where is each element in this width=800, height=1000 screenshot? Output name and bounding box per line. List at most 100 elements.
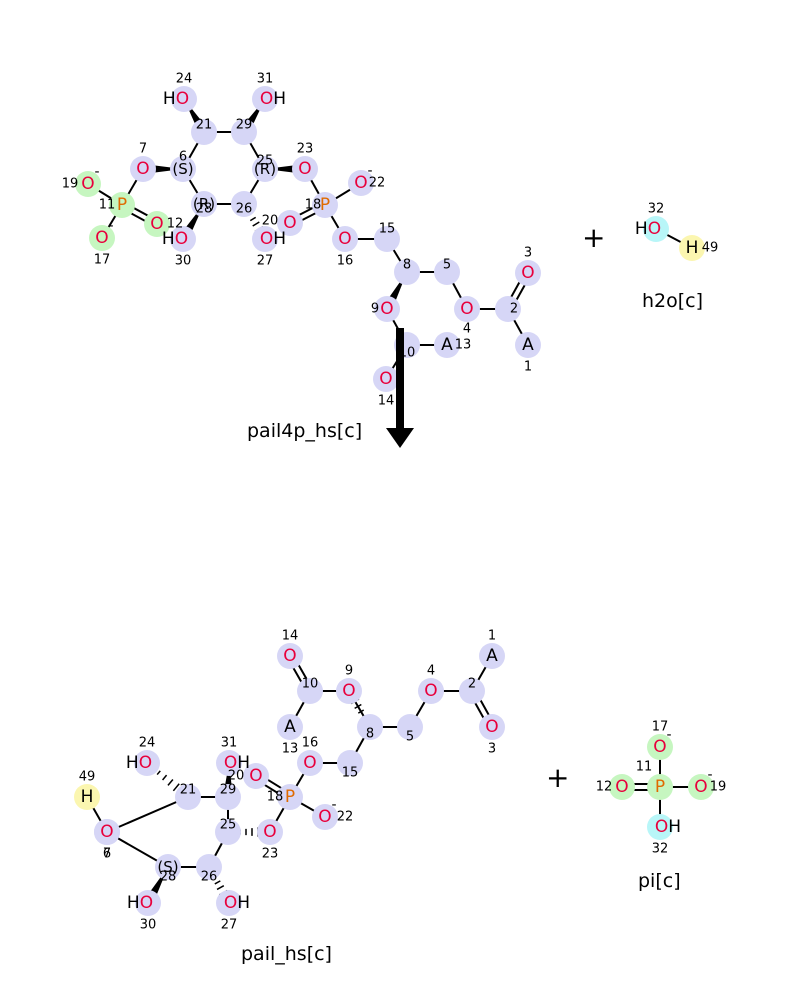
- pail-atom-10: 10: [302, 677, 319, 692]
- svg-text:P: P: [117, 195, 127, 215]
- pail4p-atom-highlight: [434, 332, 460, 358]
- svg-text:8: 8: [403, 258, 411, 273]
- svg-text:22: 22: [369, 176, 386, 191]
- svg-text:1: 1: [488, 629, 496, 644]
- pail4p-atom-highlight: [89, 225, 115, 251]
- svg-text:21: 21: [196, 118, 213, 133]
- svg-text:25: 25: [220, 818, 237, 833]
- svg-text:30: 30: [175, 254, 192, 269]
- svg-text:22: 22: [337, 810, 354, 825]
- pail4p-atom-highlight: [394, 259, 420, 285]
- pail-atom-14: O14: [282, 629, 299, 667]
- pail4p-atom-23: O23: [297, 142, 314, 180]
- svg-text:24: 24: [139, 736, 156, 751]
- svg-text:HO: HO: [162, 229, 188, 249]
- svg-text:16: 16: [302, 736, 319, 751]
- pail-atom-49: H 49: [79, 770, 96, 808]
- pail4p-atom-highlight: [109, 192, 135, 218]
- pail-atom-7: O7: [100, 822, 113, 862]
- svg-text:15: 15: [342, 766, 359, 781]
- pail-atom-23: O23: [262, 822, 279, 862]
- svg-text:49: 49: [79, 770, 96, 785]
- svg-text:-: -: [666, 727, 671, 743]
- svg-text:17: 17: [94, 253, 111, 268]
- pail4p-atom-highlight: [292, 156, 318, 182]
- svg-text:25: 25: [257, 154, 274, 169]
- svg-text:O: O: [615, 777, 628, 797]
- pail4p-atom-29: 29: [236, 118, 253, 133]
- pail-atom-highlight: [397, 714, 423, 740]
- pi-atom-11: P11: [636, 760, 665, 798]
- pail4p-atom-highlight: [231, 119, 257, 145]
- pail4p-atom-highlight: [515, 260, 541, 286]
- svg-text:HO: HO: [127, 893, 153, 913]
- pail-atom-highlight: [243, 763, 269, 789]
- pail4p-atom-25: (R)25: [254, 154, 276, 179]
- svg-text:18: 18: [267, 790, 284, 805]
- svg-text:(R): (R): [254, 160, 276, 178]
- pail-atom-highlight: [459, 678, 485, 704]
- plus-sign-products: +: [546, 761, 570, 794]
- svg-text:O: O: [95, 228, 108, 248]
- svg-text:HO: HO: [163, 89, 189, 109]
- svg-text:O: O: [342, 681, 355, 701]
- svg-text:13: 13: [282, 742, 299, 757]
- svg-text:OH: OH: [655, 817, 681, 837]
- svg-text:OH: OH: [260, 89, 286, 109]
- plus-sign-reactants: +: [582, 221, 606, 254]
- pail4p-atom-highlight: [277, 210, 303, 236]
- svg-text:5: 5: [406, 730, 414, 745]
- svg-text:P: P: [320, 195, 330, 215]
- pail4p-atom-9: O9: [371, 299, 394, 319]
- pail4p-atom-highlight: [252, 156, 278, 182]
- svg-text:O: O: [338, 229, 351, 249]
- svg-text:17: 17: [652, 720, 669, 735]
- svg-text:19: 19: [710, 780, 727, 795]
- pail-atom-highlight: [134, 750, 160, 776]
- pail-atom-highlight: [215, 819, 241, 845]
- svg-text:O: O: [249, 766, 262, 786]
- svg-text:4: 4: [463, 322, 471, 337]
- pail4p-atom-20: O 20: [262, 213, 297, 233]
- pail4p-atom-highlight: [252, 226, 278, 252]
- svg-text:O: O: [136, 159, 149, 179]
- pail-atom-8: 8: [366, 727, 374, 742]
- svg-text:23: 23: [297, 142, 314, 157]
- svg-text:6: 6: [179, 150, 187, 165]
- pail4p-atom-highlight: [252, 86, 278, 112]
- svg-text:O: O: [318, 807, 331, 827]
- pail-atom-highlight: [277, 784, 303, 810]
- svg-text:O: O: [150, 214, 163, 234]
- svg-text:HO: HO: [635, 219, 661, 239]
- svg-text:29: 29: [220, 783, 237, 798]
- h2o-atom-32: HO 32: [635, 202, 664, 240]
- svg-text:20: 20: [262, 214, 279, 229]
- svg-text:9: 9: [371, 302, 379, 317]
- pail4p-atom-highlight: [434, 259, 460, 285]
- svg-text:OH: OH: [260, 229, 286, 249]
- pail-atom-highlight: [215, 784, 241, 810]
- svg-text:26: 26: [236, 202, 253, 217]
- pail4p-atom-highlight: [170, 156, 196, 182]
- pail-atom-29: 29: [220, 783, 237, 798]
- svg-text:H: H: [81, 787, 94, 807]
- svg-text:12: 12: [596, 780, 613, 795]
- svg-text:O: O: [283, 213, 296, 233]
- pi-atom-17: O17-: [652, 720, 672, 758]
- svg-text:32: 32: [648, 202, 665, 217]
- pail-atom-highlight: [336, 678, 362, 704]
- pi-atom-highlight: [688, 774, 714, 800]
- pail-atom-15: 15: [342, 766, 359, 781]
- svg-text:3: 3: [524, 246, 532, 261]
- pail-atom-highlight: [74, 784, 100, 810]
- svg-text:27: 27: [257, 254, 274, 269]
- svg-text:O: O: [81, 174, 94, 194]
- svg-text:11: 11: [636, 760, 653, 775]
- svg-text:28: 28: [160, 870, 177, 885]
- pi-atom-highlight: [647, 814, 673, 840]
